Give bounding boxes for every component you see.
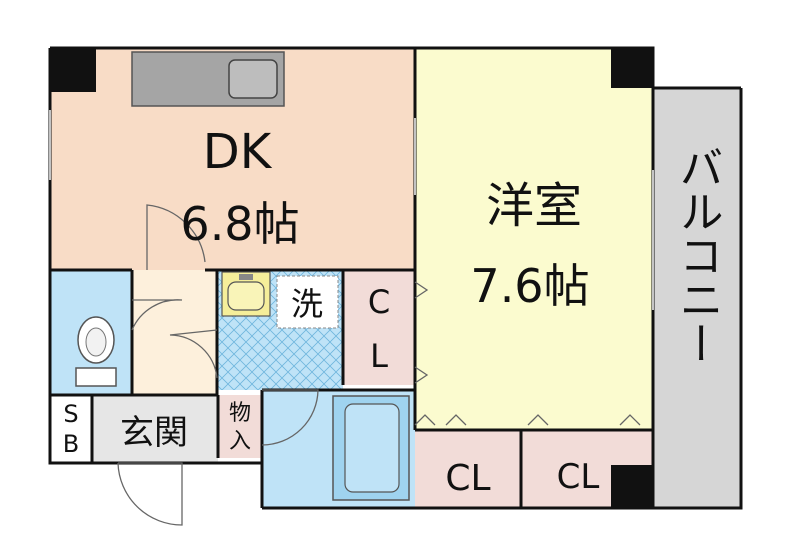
side-closet-c-label: C [368,283,390,321]
shoe-box [50,395,92,463]
shoe-box-s-label: S [63,400,78,428]
washbasin [221,271,271,317]
entrance-label: 玄関 [120,413,188,453]
storage-line2-label: 入 [229,429,251,454]
washer-label: 洗 [291,285,323,323]
western-size-label: 7.6帖 [470,259,589,313]
toilet-icon [75,316,117,387]
storage-line1-label: 物 [229,401,251,426]
western-name-label: 洋室 [486,178,582,234]
entrance-area [92,395,218,463]
western-room [415,48,653,430]
balcony-label: バルコニー [672,145,723,365]
storage [218,395,262,458]
columns [50,48,653,508]
hall-area [132,270,217,395]
bathtub-icon [332,395,410,501]
dk-size-label: 6.8帖 [180,197,299,251]
shoe-box-b-label: B [63,430,79,458]
washer-space [276,275,339,329]
balcony-area [653,88,741,508]
doors [117,204,641,526]
windows [49,110,654,310]
closet-bottom-left [415,430,521,508]
closet-bottom-left-label: CL [445,458,490,499]
dk-name-label: DK [203,124,273,180]
closet-bottom-right-label: CL [557,457,600,497]
side-closet [343,270,415,385]
side-closet-l-label: L [370,337,388,375]
kitchen-counter [131,51,285,107]
